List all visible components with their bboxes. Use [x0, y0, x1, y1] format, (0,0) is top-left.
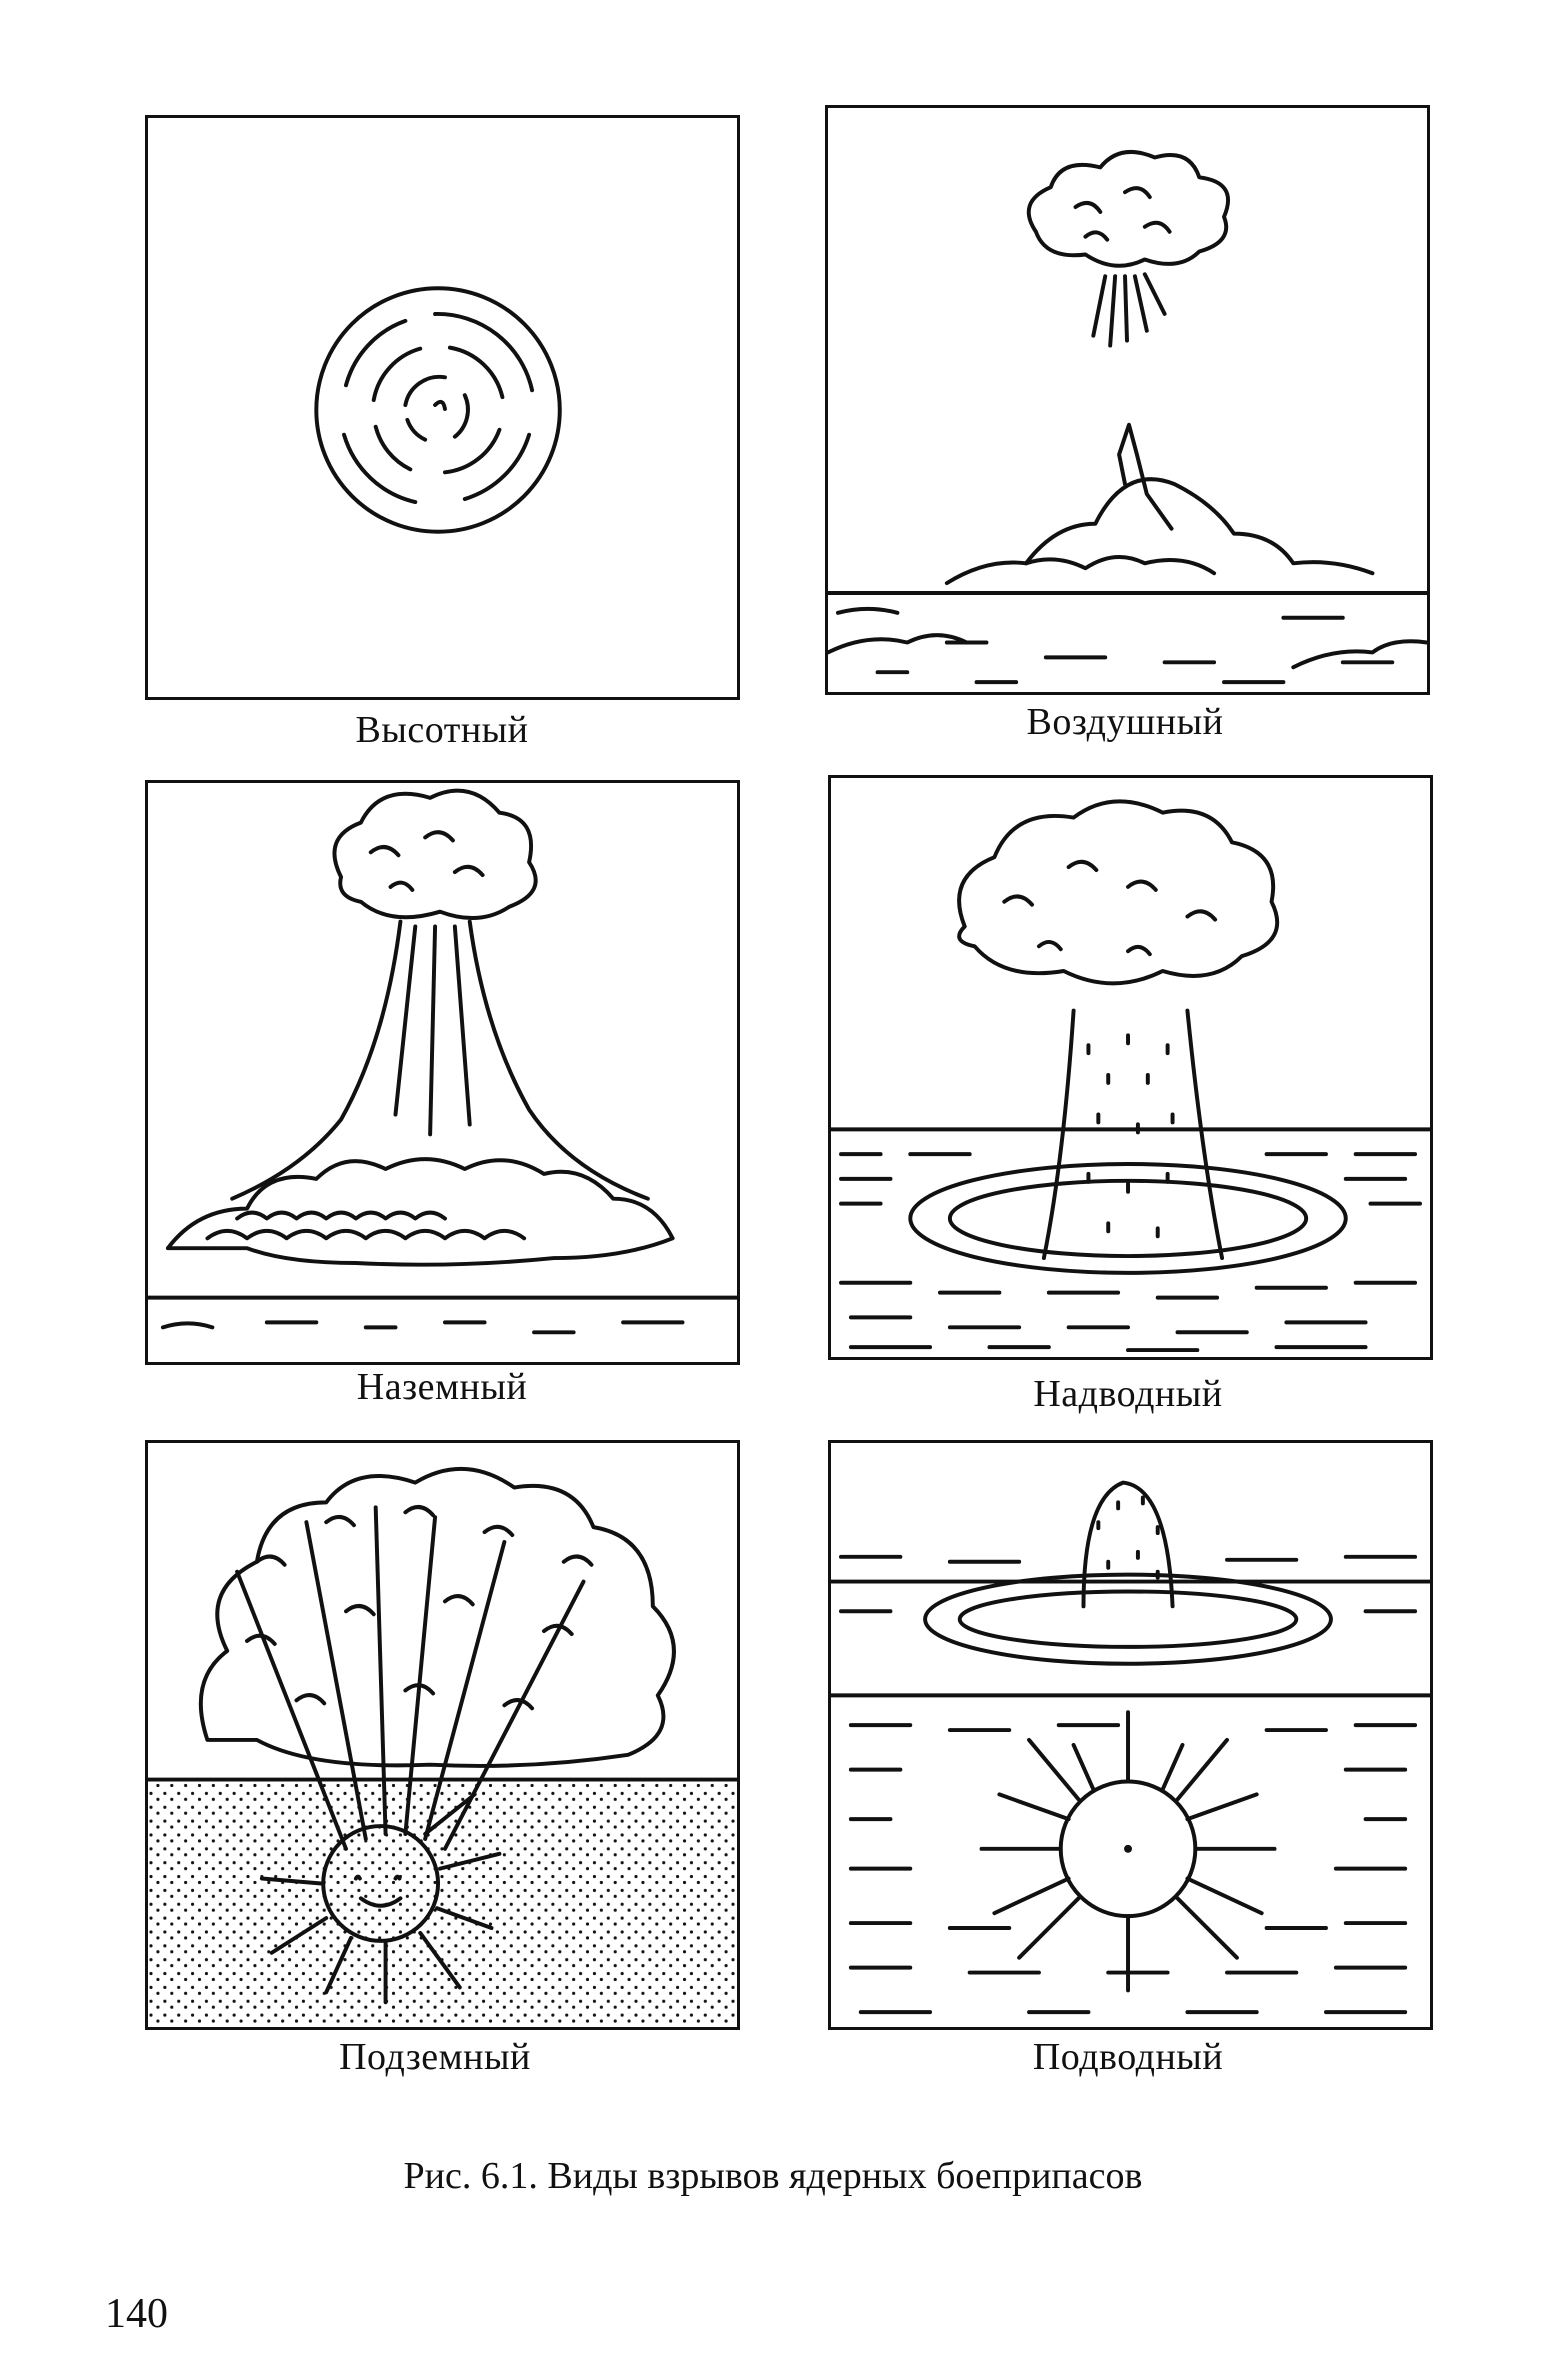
panel-surface-water	[828, 775, 1433, 1360]
underwater-waves	[848, 1723, 1418, 2015]
panel-high-altitude	[145, 115, 740, 700]
surface-water-waves	[839, 1152, 1422, 1353]
ground-burst-illustration	[148, 788, 737, 1335]
panel-underwater	[828, 1440, 1433, 2030]
caption-underground: Подземный	[339, 2036, 531, 2078]
surface-water-burst-illustration	[831, 799, 1430, 1353]
caption-high-altitude: Высотный	[355, 709, 529, 751]
underground-burst-illustration	[148, 1466, 737, 2027]
caption-air: Воздушный	[1026, 701, 1224, 743]
surface-water-spray-column	[1086, 1033, 1175, 1239]
underground-debris-plume	[198, 1466, 676, 1851]
panel-ground	[145, 780, 740, 1365]
air-burst-illustration	[828, 150, 1427, 685]
high-altitude-fireball-illustration	[314, 286, 562, 534]
panel-air	[825, 105, 1430, 695]
caption-surface-water: Надводный	[1033, 1373, 1223, 1415]
underwater-burst-illustration	[831, 1480, 1430, 2015]
ground-dust-cloud	[165, 1157, 675, 1267]
caption-ground: Наземный	[356, 1366, 528, 1408]
page-number: 140	[105, 2291, 168, 2337]
panel-underground	[145, 1440, 740, 2030]
underwater-shock-rays	[979, 1710, 1277, 1993]
caption-underwater: Подводный	[1032, 2036, 1224, 2078]
figure-caption: Рис. 6.1. Виды взрывов ядерных боеприпас…	[403, 2155, 1143, 2197]
underwater-surface-dome	[1081, 1480, 1175, 1609]
underground-shock-rays	[259, 1792, 502, 2005]
